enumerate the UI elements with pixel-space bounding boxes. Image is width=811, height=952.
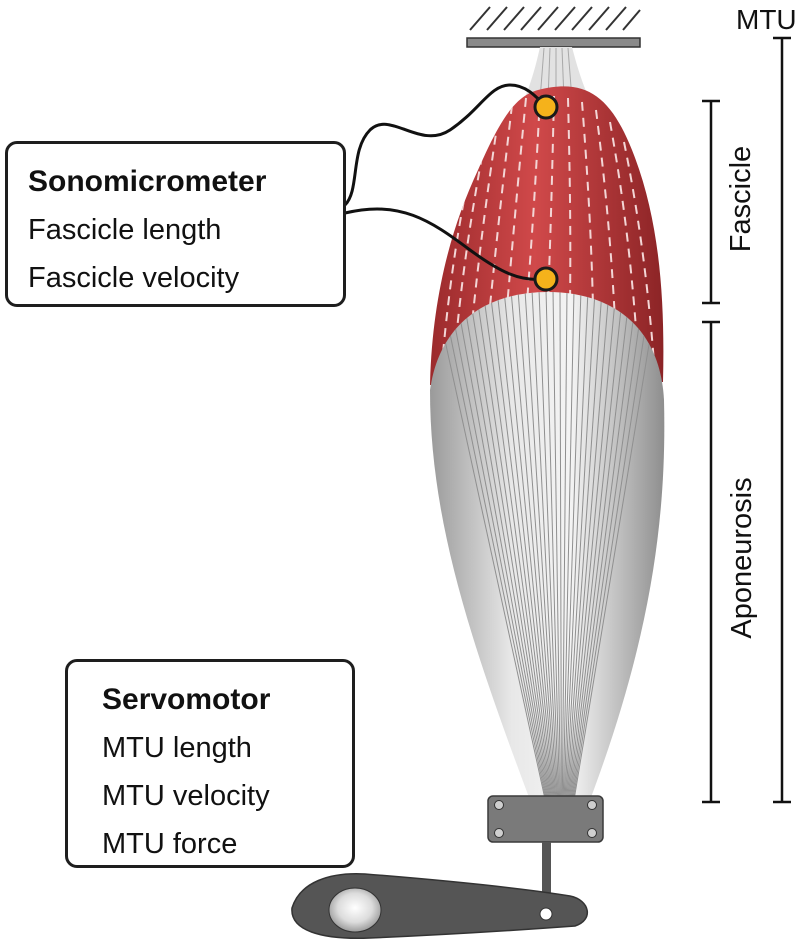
lever-rod [542, 842, 551, 917]
servomotor-title: Servomotor [102, 683, 271, 716]
fixed-support [466, 6, 641, 48]
sonomicrometer-wires [343, 83, 548, 282]
aponeurosis-label: Aponeurosis [726, 477, 758, 639]
proximal-tendon [524, 47, 590, 101]
mtu-bracket [773, 36, 791, 804]
fascicle-label: Fascicle [725, 145, 757, 253]
sonomicrometer-measure: Fascicle length [28, 214, 222, 246]
servomotor-measure: MTU length [102, 732, 252, 764]
tendon-clamp [487, 795, 604, 843]
sonomicrometer-box: Sonomicrometer Fascicle length Fascicle … [5, 141, 346, 307]
mtu-label: MTU [736, 4, 797, 35]
servomotor-box: Servomotor MTU length MTU velocity MTU f… [65, 659, 355, 868]
sonomicrometer-title: Sonomicrometer [28, 165, 267, 198]
servomotor-measure: MTU velocity [102, 780, 270, 812]
aponeurosis [430, 292, 665, 800]
servomotor-lever [291, 873, 588, 939]
sonomicrometer-measure: Fascicle velocity [28, 262, 240, 294]
sonomicrometer-crystal-proximal [533, 94, 559, 120]
servomotor-measure: MTU force [102, 828, 238, 860]
sonomicrometer-crystal-distal [533, 266, 559, 292]
fascicle-bracket [702, 99, 720, 305]
aponeurosis-bracket [702, 320, 720, 804]
